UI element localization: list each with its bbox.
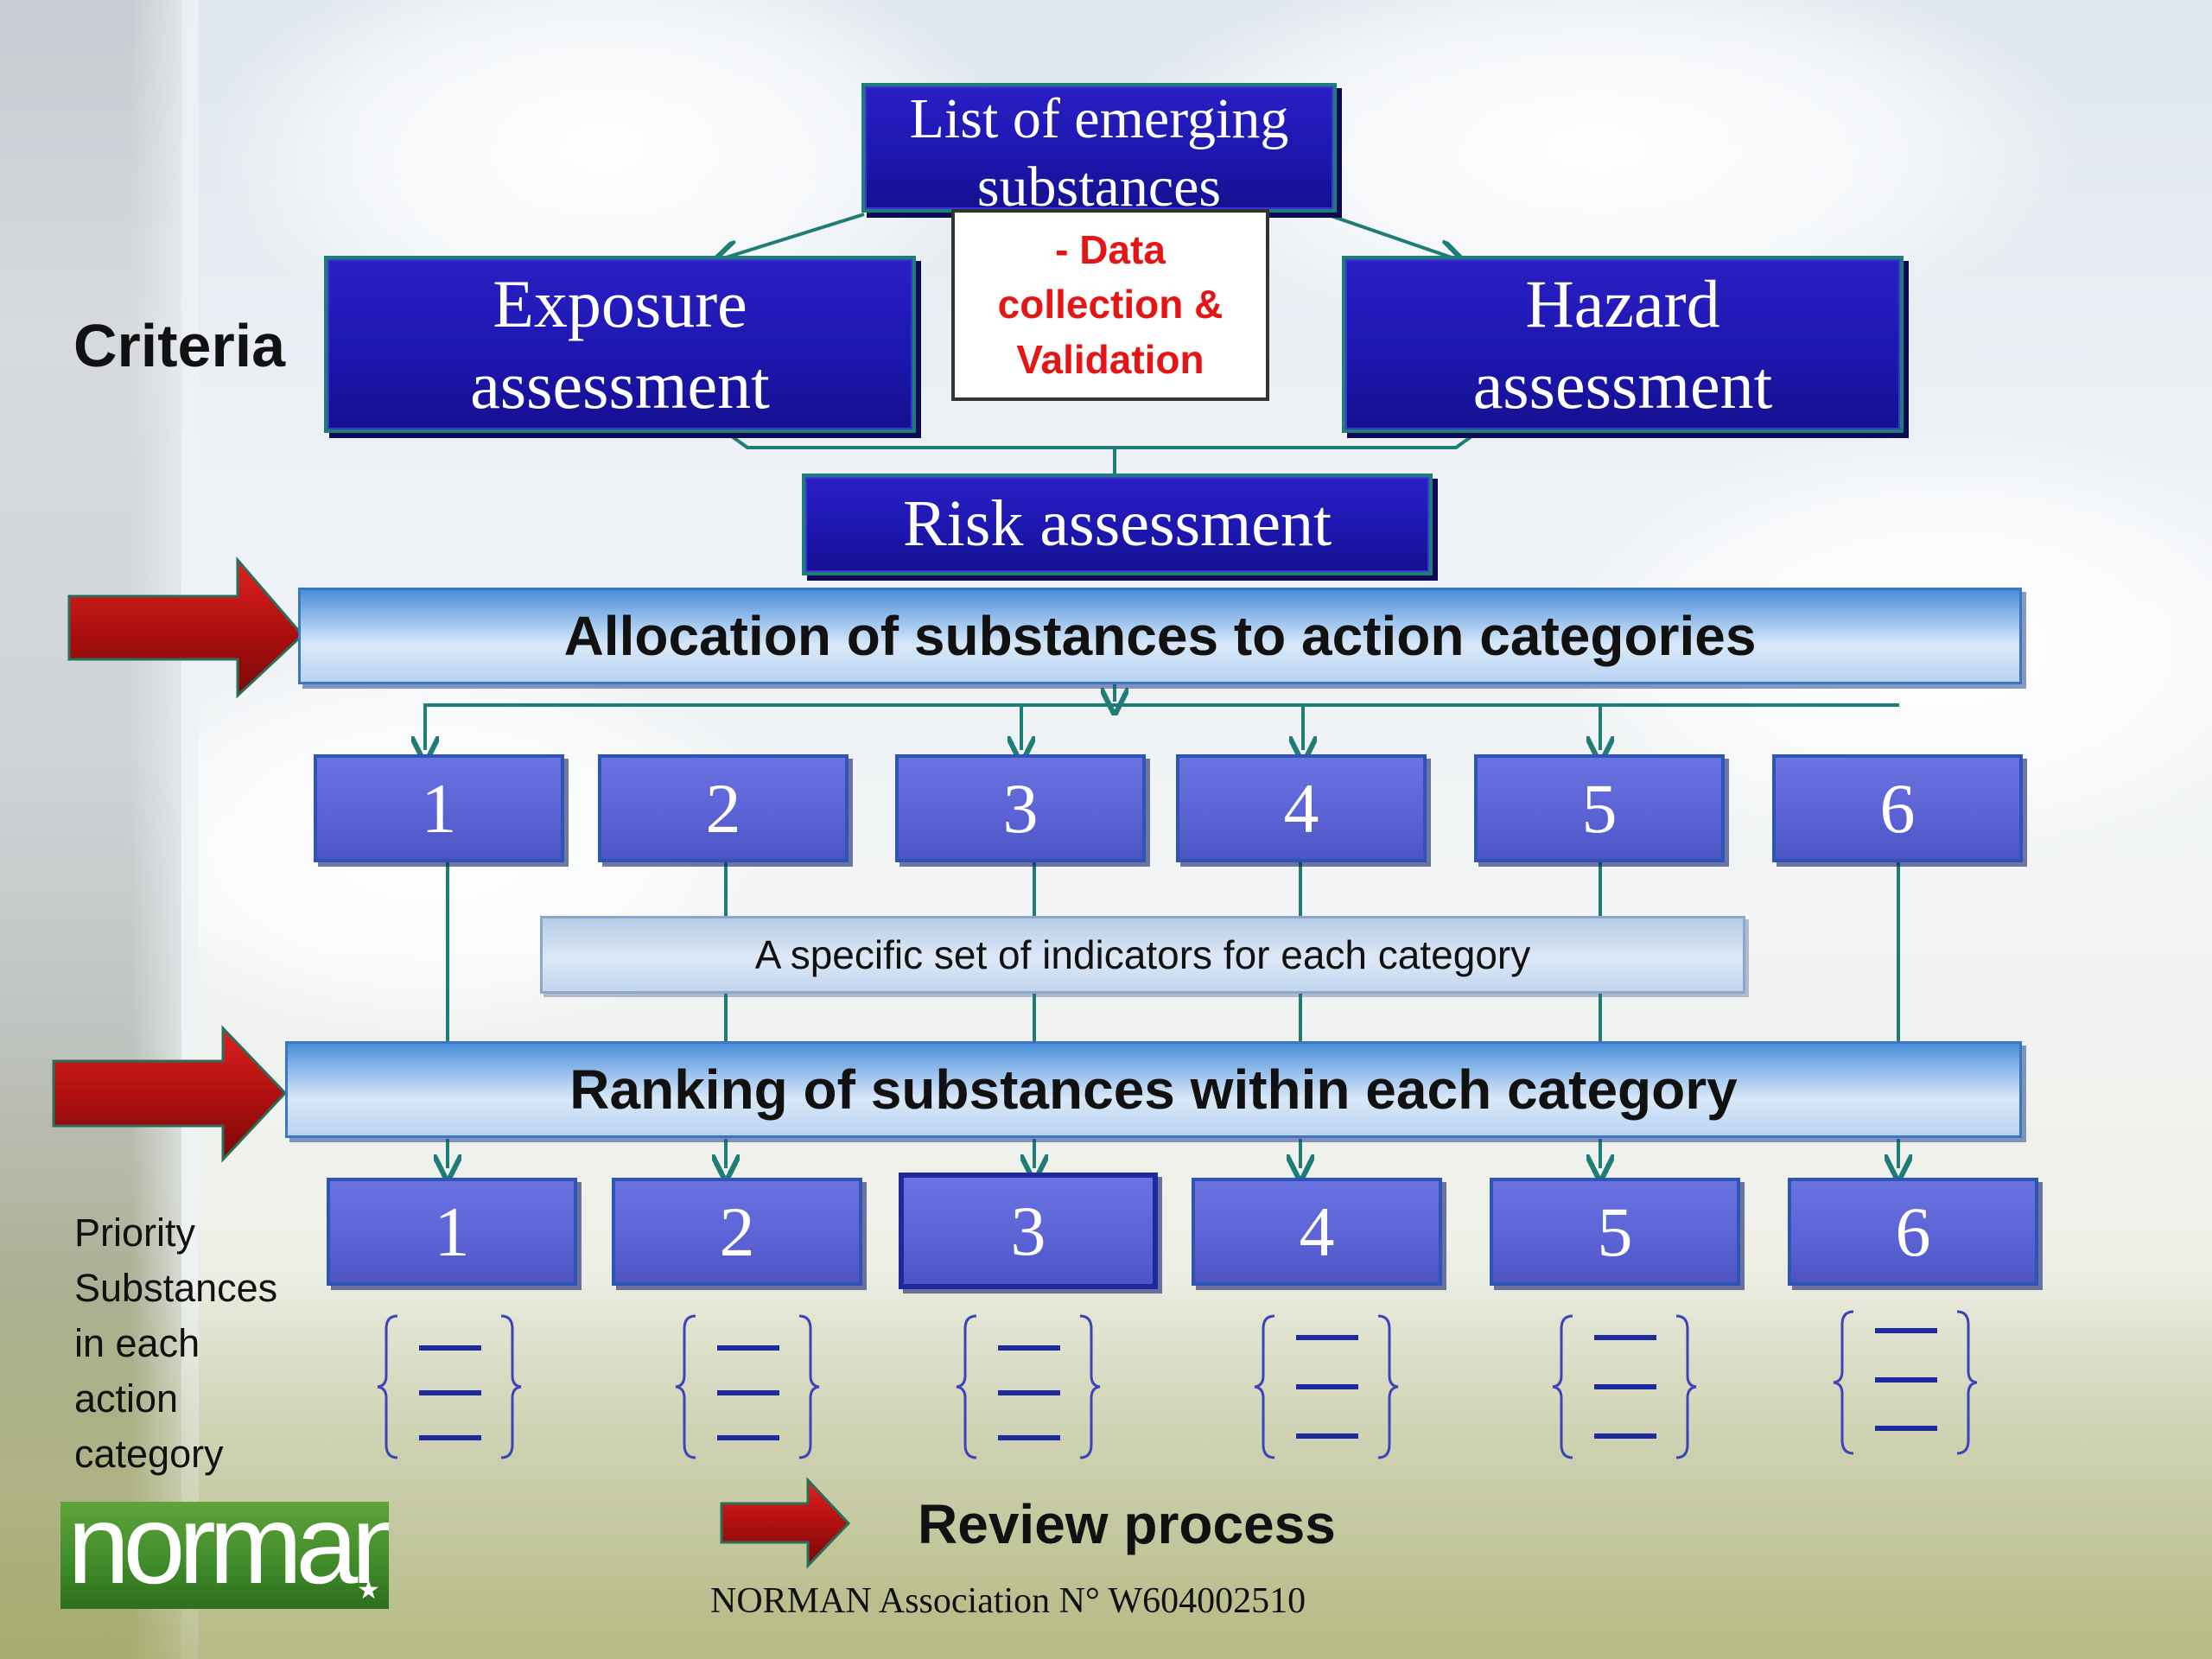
priority-list-icon (377, 1314, 522, 1459)
hazard-assessment-box: Hazard assessment (1342, 256, 1904, 433)
priority-list-icon (675, 1314, 820, 1459)
red-arrow-allocation (67, 556, 305, 699)
connector-list-exposure (726, 213, 865, 257)
norman-logo: norman ★ (60, 1502, 389, 1609)
category-bottom-2: 2 (612, 1178, 862, 1286)
red-arrow-ranking (52, 1025, 288, 1163)
connector-list-hazard (1325, 213, 1452, 257)
hazard-line-2: assessment (1472, 346, 1773, 423)
priority-line-1: Priority (74, 1211, 196, 1255)
data-collection-line-3: Validation (1016, 336, 1205, 382)
connector-exposure-risk (724, 430, 1116, 474)
risk-assessment-label: Risk assessment (902, 487, 1332, 561)
exposure-line-1: Exposure (493, 265, 747, 341)
category-bottom-3: 3 (899, 1173, 1158, 1289)
indicators-label: A specific set of indicators for each ca… (754, 932, 1531, 977)
ranking-label: Ranking of substances within each catego… (569, 1058, 1738, 1121)
data-collection-line-2: collection & (997, 282, 1224, 327)
red-arrow-review (720, 1477, 851, 1569)
category-top-4: 4 (1176, 754, 1427, 862)
category-top-5: 5 (1474, 754, 1725, 862)
category-top-3: 3 (895, 754, 1146, 862)
exposure-line-2: assessment (470, 346, 770, 423)
allocation-label: Allocation of substances to action categ… (563, 605, 1757, 667)
exposure-assessment-box: Exposure assessment (324, 256, 916, 433)
priority-line-2: Substances (74, 1266, 278, 1310)
connector-hazard-risk (1115, 430, 1479, 449)
risk-assessment-box: Risk assessment (802, 474, 1433, 575)
criteria-label: Criteria (73, 312, 286, 379)
category-bottom-6: 6 (1788, 1178, 2038, 1286)
star-icon: ★ (357, 1576, 380, 1605)
category-bottom-1: 1 (327, 1178, 577, 1286)
priority-line-3: in each (74, 1321, 200, 1365)
category-bottom-4: 4 (1192, 1178, 1442, 1286)
list-line-2: substances (976, 156, 1222, 219)
norman-logo-text: norman (67, 1502, 389, 1607)
priority-list-icon (956, 1314, 1101, 1459)
category-top-1: 1 (314, 754, 564, 862)
indicators-bar: A specific set of indicators for each ca… (540, 916, 1745, 994)
allocation-bar: Allocation of substances to action categ… (298, 588, 2022, 684)
priority-list-icon (1833, 1310, 1978, 1455)
category-bottom-5: 5 (1490, 1178, 1740, 1286)
priority-line-5: category (74, 1432, 224, 1476)
priority-line-4: action (74, 1376, 179, 1421)
priority-list-icon (1254, 1314, 1399, 1459)
data-collection-line-1: - Data (1055, 226, 1166, 272)
category-top-2: 2 (598, 754, 849, 862)
hazard-line-1: Hazard (1525, 265, 1720, 341)
priority-label: Priority Substances in each action categ… (74, 1205, 277, 1482)
list-of-emerging-substances-box: List of emerging substances (861, 83, 1337, 219)
priority-list-icon (1552, 1314, 1697, 1459)
review-process-label: Review process (918, 1493, 1336, 1555)
list-line-1: List of emerging (909, 86, 1289, 150)
category-top-6: 6 (1772, 754, 2023, 862)
footer-text: NORMAN Association N° W604002510 (710, 1581, 1306, 1621)
data-collection-validation-box: - Data collection & Validation (951, 209, 1269, 401)
ranking-bar: Ranking of substances within each catego… (285, 1041, 2022, 1138)
